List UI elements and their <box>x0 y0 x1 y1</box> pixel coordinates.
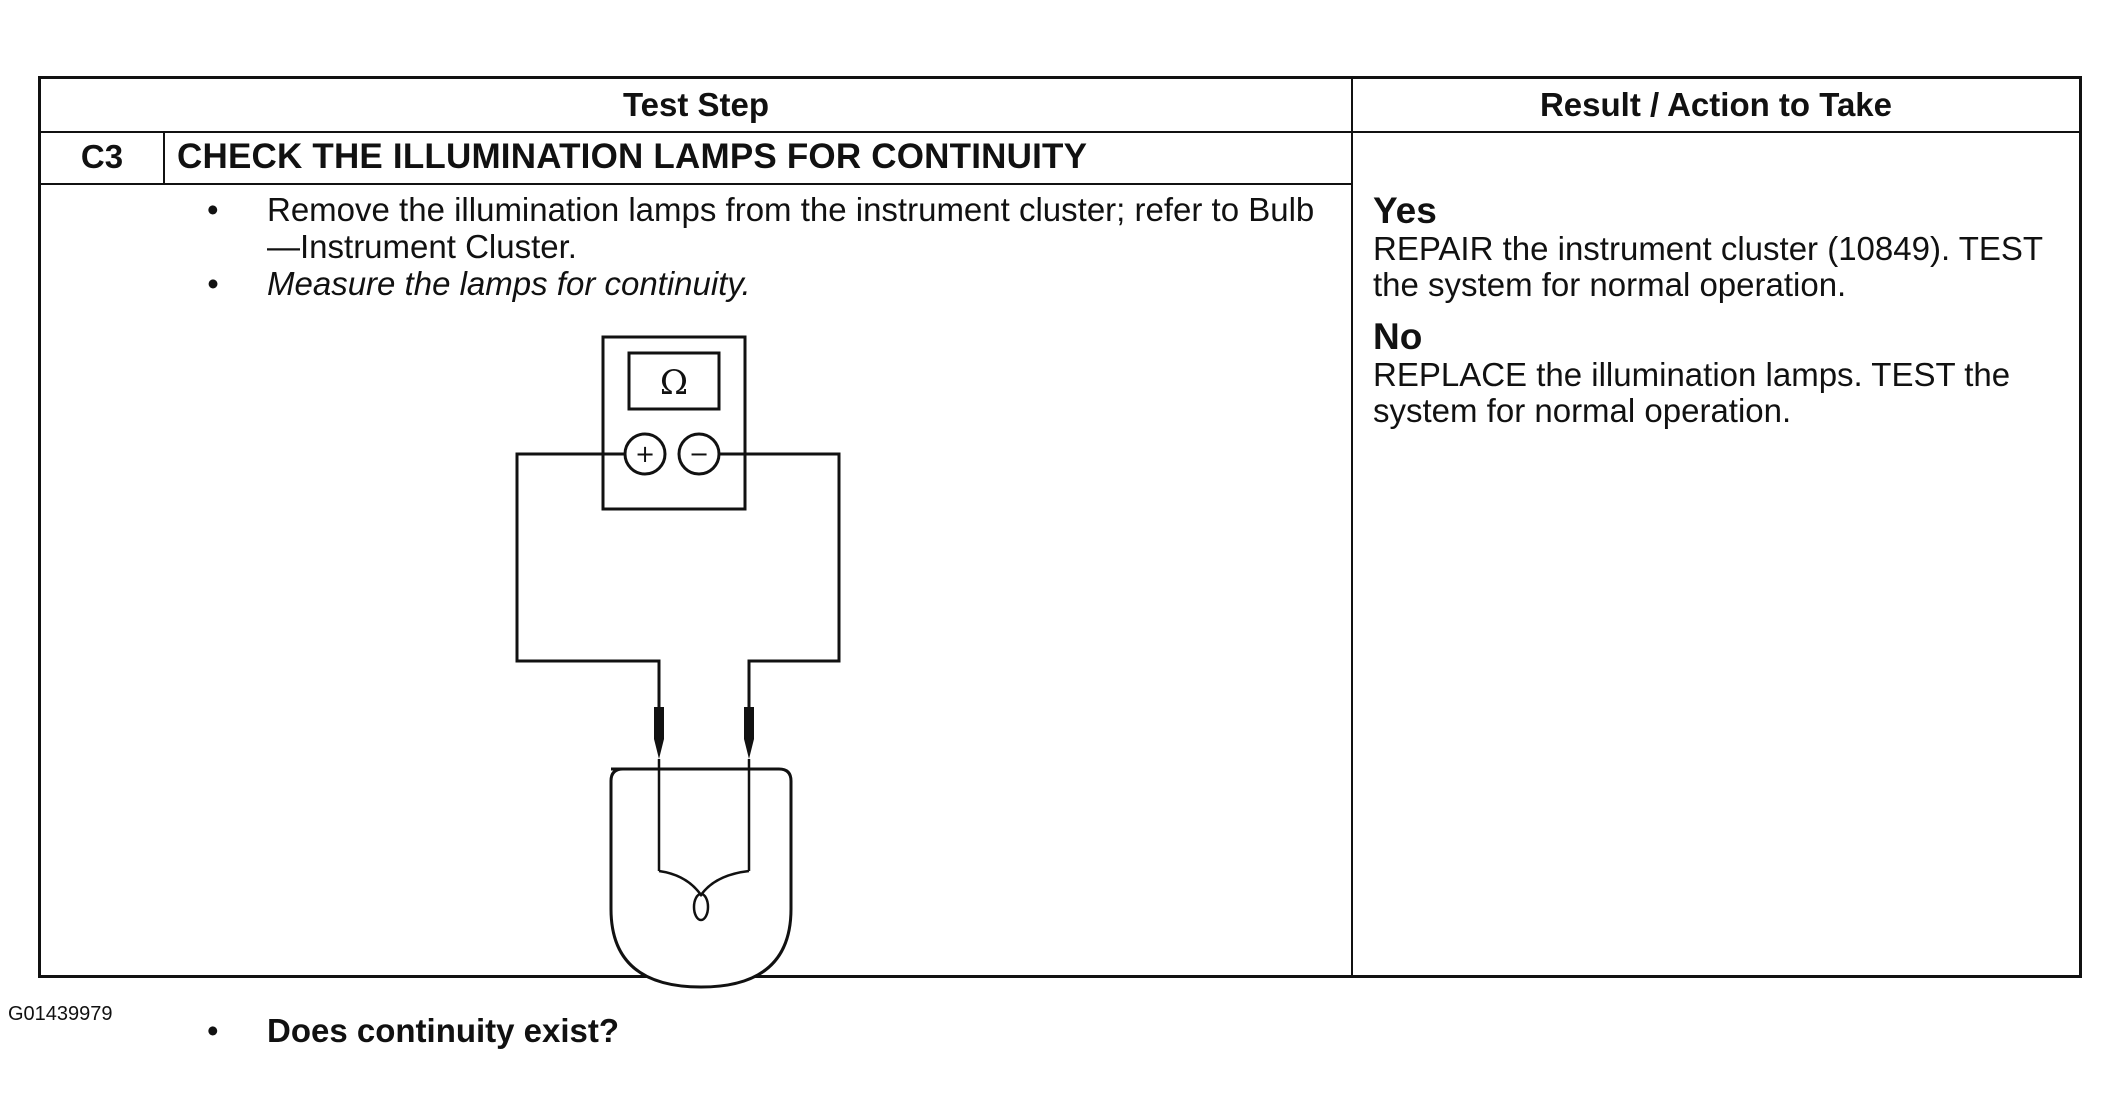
negative-lead <box>719 452 841 711</box>
result-actions: Yes REPAIR the instrument cluster (10849… <box>1373 191 2073 443</box>
step-title: CHECK THE ILLUMINATION LAMPS FOR CONTINU… <box>177 137 1088 176</box>
step-id: C3 <box>80 138 124 175</box>
ohm-symbol: Ω <box>660 363 688 403</box>
result-yes: Yes REPAIR the instrument cluster (10849… <box>1373 191 2073 303</box>
instruction-remove-lamps: Remove the illumination lamps from the i… <box>171 191 1341 265</box>
header-divider <box>41 131 2079 133</box>
negative-probe <box>744 707 754 759</box>
step-id-divider <box>163 131 165 183</box>
result-no: No REPLACE the illumination lamps. TEST … <box>1373 317 2073 429</box>
negative-terminal-label: − <box>689 440 709 468</box>
lamp-bulb <box>609 767 793 989</box>
ohmmeter-display <box>627 351 721 411</box>
step-instructions: Remove the illumination lamps from the i… <box>171 191 1341 302</box>
positive-probe <box>654 707 664 759</box>
positive-lead <box>515 452 661 711</box>
title-divider <box>41 183 1351 185</box>
no-action: REPLACE the illumination lamps. TEST the… <box>1373 356 2011 429</box>
instruction-measure-lamps: Measure the lamps for continuity. <box>171 265 1341 302</box>
yes-label: Yes <box>1373 190 1437 231</box>
column-divider <box>1351 79 1353 975</box>
test-step-table: Test Step Result / Action to Take C3 CHE… <box>38 76 2082 1051</box>
continuity-test-diagram: Ω + − <box>515 335 841 989</box>
header-test-step: Test Step <box>622 86 770 123</box>
positive-terminal-label: + <box>635 440 655 468</box>
continuity-question: Does continuity exist? <box>171 1011 1367 1051</box>
no-label: No <box>1373 316 1423 357</box>
yes-action: REPAIR the instrument cluster (10849). T… <box>1373 230 2043 303</box>
header-result-action: Result / Action to Take <box>1539 86 1893 123</box>
figure-id: G01439979 <box>8 1003 113 1025</box>
